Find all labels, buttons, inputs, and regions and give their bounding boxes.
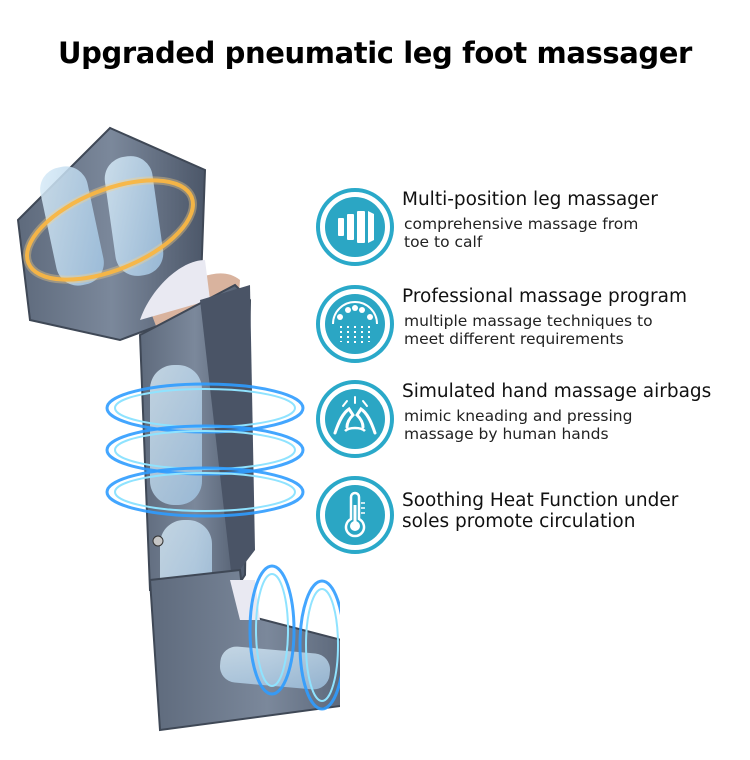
feature-heading: Simulated hand massage airbags [402, 381, 712, 402]
feature-heading: Soothing Heat Function under soles promo… [402, 490, 679, 532]
thermometer-icon [344, 491, 366, 538]
feature-heading: Multi-position leg massager [402, 189, 658, 210]
feature-description: multiple massage techniques to meet diff… [404, 312, 653, 348]
foot-wrap [148, 568, 340, 732]
feature-heading: Professional massage program [402, 286, 688, 307]
feature-badge [316, 285, 394, 363]
feature-badge [316, 188, 394, 266]
feature-professional-program: Professional massage program multiple ma… [316, 285, 746, 367]
airbag-bars-icon [338, 211, 374, 243]
feature-badge [316, 476, 394, 554]
feature-multi-position: Multi-position leg massager comprehensiv… [316, 188, 746, 270]
hand-massage-icon [333, 396, 377, 435]
page-title: Upgraded pneumatic leg foot massager [58, 36, 692, 70]
feature-badge [316, 380, 394, 458]
feature-hand-massage: Simulated hand massage airbags mimic kne… [316, 380, 746, 462]
air-rings-foot [248, 564, 340, 711]
feature-description: comprehensive massage from toe to calf [404, 215, 639, 251]
air-rings-calf [105, 382, 305, 518]
feature-heat-function: Soothing Heat Function under soles promo… [316, 476, 746, 558]
massage-program-icon [332, 301, 378, 345]
feature-description: mimic kneading and pressing massage by h… [404, 407, 633, 443]
leg-massager-illustration [16, 126, 340, 732]
